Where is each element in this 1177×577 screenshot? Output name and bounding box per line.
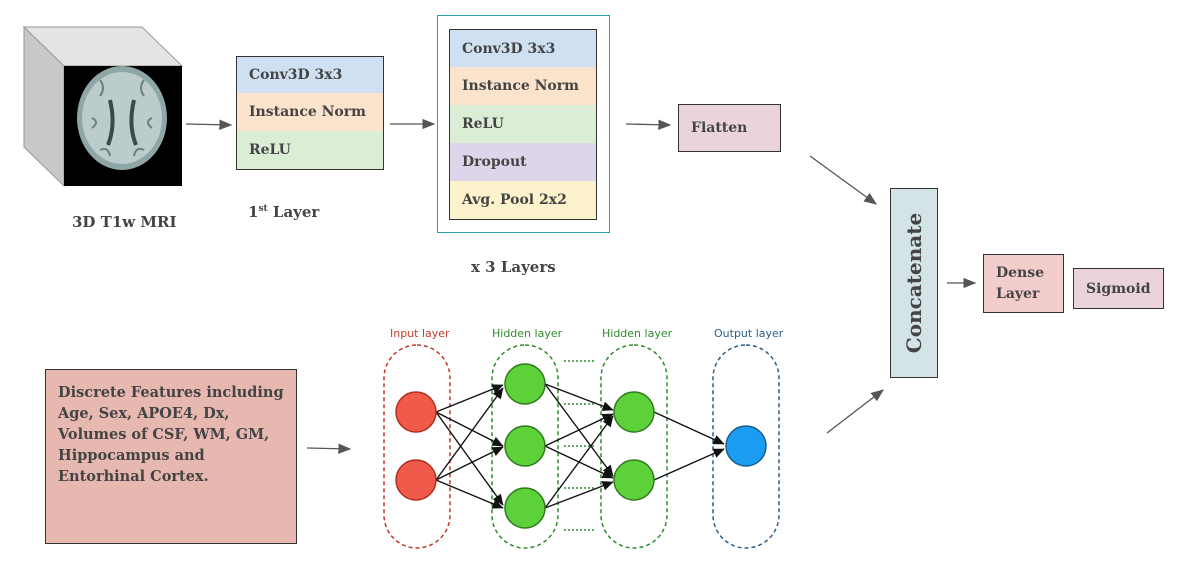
avg-pool-block: Avg. Pool 2x2 xyxy=(449,181,597,220)
nn-output-layer-group xyxy=(712,344,780,549)
instance-norm-block: Instance Norm xyxy=(449,67,597,106)
nn-hidden-layer-2-label: Hidden layer xyxy=(602,327,673,340)
repeat-layers-caption: x 3 Layers xyxy=(471,258,556,276)
nn-hidden-layer-2-group xyxy=(600,344,668,549)
nn-hidden-node xyxy=(613,459,655,501)
first-layer-caption: 1st Layer xyxy=(248,203,320,221)
arrow-nn-to-concatenate xyxy=(826,389,885,434)
nn-hidden-layer-1-group xyxy=(491,344,559,549)
dropout-block: Dropout xyxy=(449,143,597,182)
nn-hidden-node xyxy=(504,487,546,529)
arrow-flatten-to-concatenate xyxy=(809,155,878,205)
nn-output-node xyxy=(725,425,767,467)
discrete-features-block: Discrete Features including Age, Sex, AP… xyxy=(45,369,297,544)
conv3d-block: Conv3D 3x3 xyxy=(449,29,597,68)
nn-hidden-node xyxy=(504,363,546,405)
repeat-layer-group xyxy=(437,15,610,233)
nn-hidden-layer-1-label: Hidden layer xyxy=(492,327,563,340)
nn-hidden-node xyxy=(613,391,655,433)
nn-output-layer-label: Output layer xyxy=(714,327,784,340)
nn-hidden-ellipsis xyxy=(564,360,596,531)
nn-input-node xyxy=(395,391,437,433)
nn-hidden-node xyxy=(504,425,546,467)
nn-input-node xyxy=(395,459,437,501)
arrow-mri-to-first-layer xyxy=(185,119,233,130)
first-instance-norm-block: Instance Norm xyxy=(236,93,384,132)
flatten-block: Flatten xyxy=(678,104,781,152)
arrow-features-to-nn xyxy=(306,443,352,454)
concatenate-block: Concatenate xyxy=(890,188,938,378)
mri-caption: 3D T1w MRI xyxy=(72,213,177,231)
mri-cube xyxy=(22,25,184,188)
nn-connections xyxy=(435,383,725,509)
nn-input-layer-label: Input layer xyxy=(390,327,450,340)
first-relu-block: ReLU xyxy=(236,131,384,170)
nn-input-layer-group xyxy=(383,344,451,549)
sigmoid-block: Sigmoid xyxy=(1073,268,1164,309)
dense-layer-block: Dense Layer xyxy=(983,254,1064,313)
arrow-repeat-to-flatten xyxy=(625,119,672,130)
first-conv3d-block: Conv3D 3x3 xyxy=(236,56,384,94)
